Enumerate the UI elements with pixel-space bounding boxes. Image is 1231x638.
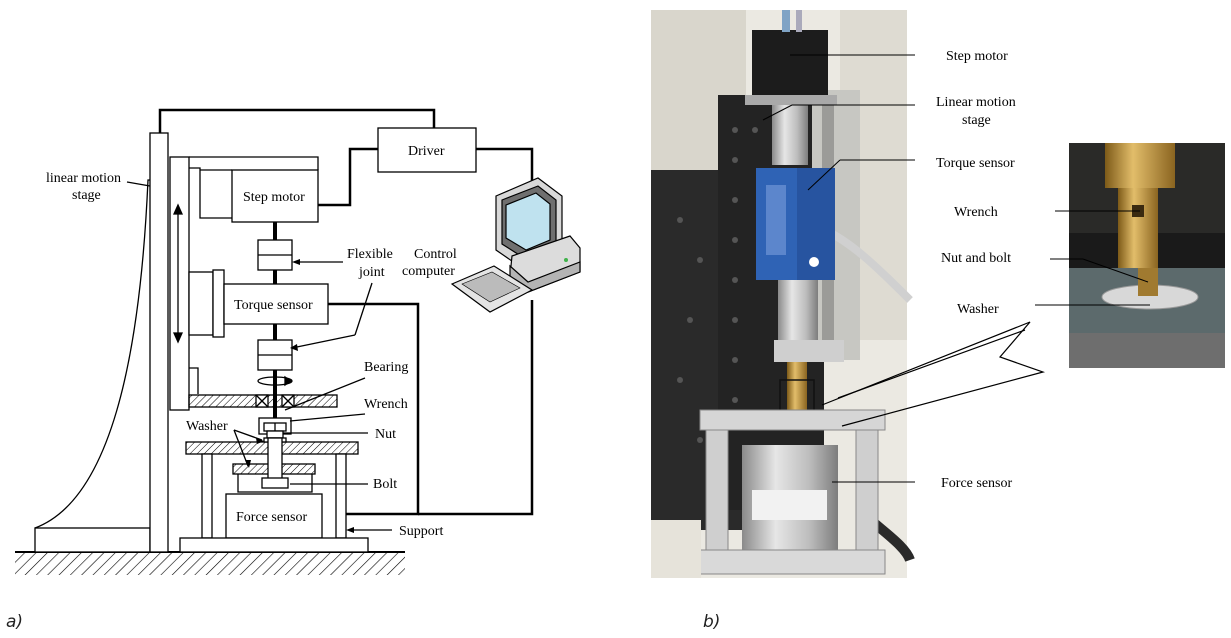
label-flexible-joint-2: joint [358,265,385,280]
label-wrench: Wrench [364,397,408,412]
support-left-leg [202,454,212,538]
linear-motion-slider [170,157,189,410]
panel-a-tag: a) [6,612,23,632]
label-b-linear-1: Linear motion [936,95,1016,110]
apparatus-photo [651,10,910,578]
label-linear-motion-stage-2: stage [72,188,101,203]
ground [15,552,405,575]
photo-labels: Step motor Linear motion stage Torque se… [936,49,1016,491]
label-step-motor: Step motor [243,190,305,205]
stand-brace [35,180,150,528]
linear-motion-stage-column [150,133,168,552]
label-b-torque-sensor: Torque sensor [936,156,1015,171]
schematic-labels: linear motion stage Driver Step motor Fl… [46,144,457,539]
panel-b-tag: b) [703,612,720,632]
label-force-sensor: Force sensor [236,510,307,525]
label-b-wrench: Wrench [954,205,998,220]
label-b-force-sensor: Force sensor [941,476,1012,491]
label-b-nut-bolt: Nut and bolt [941,251,1011,266]
wire-driver-motor [318,149,378,205]
label-washer: Washer [186,419,228,434]
inset-photo [1069,143,1225,368]
label-control-computer-2: computer [402,264,455,279]
label-support: Support [399,524,443,539]
label-b-step-motor: Step motor [946,49,1008,64]
label-bearing: Bearing [364,360,408,375]
label-b-linear-2: stage [962,113,991,128]
label-torque-sensor: Torque sensor [234,298,313,313]
wire-computer-force [418,300,532,514]
control-computer-icon [452,178,580,312]
label-flexible-joint-1: Flexible [347,247,393,262]
label-driver: Driver [408,144,445,159]
bottom-base [180,538,368,552]
label-bolt: Bolt [373,477,397,492]
nut [267,431,283,438]
support-right-leg [336,454,346,538]
base-plate [35,528,150,552]
photo-step-motor [752,30,828,100]
label-b-washer: Washer [957,302,999,317]
label-linear-motion-stage-1: linear motion [46,171,121,186]
motor-bracket [189,157,318,170]
label-control-computer-1: Control [414,247,457,262]
label-nut: Nut [375,427,396,442]
